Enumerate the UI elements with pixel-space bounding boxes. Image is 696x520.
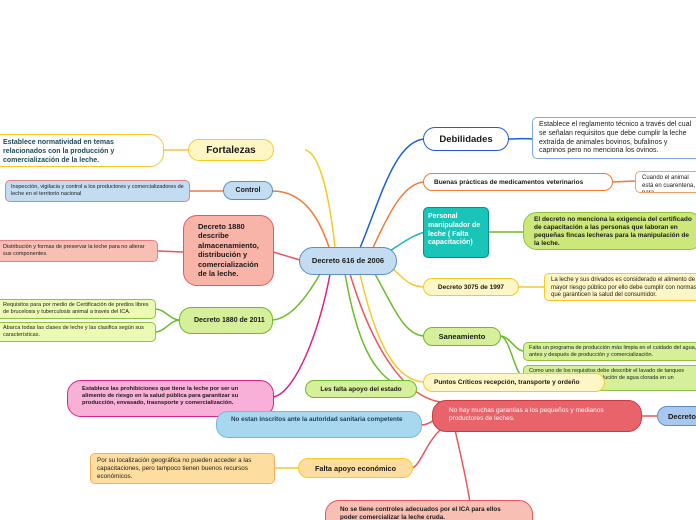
prohibiciones-node[interactable]: Establece las prohibiciones que tiene la… (67, 380, 274, 417)
buenas-practicas-desc[interactable]: Cuando el animal está en cuarentena, par… (635, 171, 696, 193)
debilidades-desc[interactable]: Establece el reglamento técnico a través… (532, 117, 696, 159)
decreto-3075-node[interactable]: Decreto 3075 de 1997 (423, 278, 519, 296)
control-desc[interactable]: Inspección, vigilacia y control a los pr… (5, 180, 190, 202)
link-puntos (359, 273, 426, 383)
link-d1880-describe (272, 251, 301, 261)
falta-apoyo-estado-node[interactable]: Les falta apoyo del estado (305, 380, 417, 398)
fortalezas-node[interactable]: Fortalezas (188, 139, 274, 161)
no-garantias-node[interactable]: No hay muchas garantias a los pequeños y… (432, 400, 642, 432)
link-d1880 (272, 273, 321, 321)
buenas-practicas-node[interactable]: Buenas prácticas de medicamentos veterin… (423, 173, 613, 191)
link-prohibiciones (272, 273, 331, 398)
link-buenas (371, 181, 426, 251)
control-node[interactable]: Control (223, 181, 273, 200)
link-fortalezas (304, 149, 336, 249)
personal-node[interactable]: Personal manipulador de leche ( Falta ca… (423, 207, 489, 258)
decreto-3075-desc[interactable]: La leche y sus drivados es considerado e… (544, 273, 696, 301)
apoyo-economico-desc[interactable]: Por su localización geográfica no pueden… (90, 453, 275, 484)
decreto-1880-describe-desc[interactable]: Distribución y formas de preservar la le… (0, 240, 158, 262)
decreto-1880-describe-node[interactable]: Decreto 1880 describe almacenamiento, di… (183, 215, 274, 286)
link-d1880-describe-desc (157, 250, 184, 253)
decreto-1880-2011-node[interactable]: Decreto 1880 de 2011 (179, 307, 273, 334)
decreto-cut-node[interactable]: Decreto (657, 406, 696, 426)
personal-desc[interactable]: El decreto no menciona la exigencia del … (523, 212, 696, 250)
debilidades-node[interactable]: Debilidades (423, 127, 509, 151)
fortalezas-desc[interactable]: Establece normatividad en temas relacion… (0, 134, 164, 167)
link-saneamiento (374, 273, 426, 337)
decreto-1880-desc-2[interactable]: Abarca todas las clases de leche y las c… (0, 322, 156, 342)
link-apoyo-eco (411, 429, 441, 469)
link-debilidades (359, 138, 426, 249)
central-topic[interactable]: Decreto 616 de 2006 (299, 247, 397, 275)
decreto-1880-desc-1[interactable]: Requisitos para por medio de Certificaci… (0, 299, 156, 319)
controles-ica-node[interactable]: No se tiene controles adecuados por el I… (325, 500, 533, 520)
link-no-garantias (349, 273, 441, 403)
falta-apoyo-economico-node[interactable]: Falta apoyo económico (298, 458, 413, 478)
link-decreto3075 (389, 265, 426, 288)
no-inscritos-node[interactable]: No estan inscritos ante la autoridad san… (216, 411, 422, 438)
link-d1880-desc2 (154, 319, 181, 333)
saneamiento-desc-1[interactable]: Falta un programa de producción más limp… (523, 342, 696, 361)
link-controles (454, 429, 471, 503)
puntos-criticos-node[interactable]: Puntos Críticos recepción, transporte y … (423, 373, 605, 392)
saneamiento-node[interactable]: Saneamiento (423, 327, 501, 346)
link-control (271, 190, 331, 251)
link-d1880-desc1 (154, 308, 181, 321)
link-buenas-desc (611, 180, 637, 183)
